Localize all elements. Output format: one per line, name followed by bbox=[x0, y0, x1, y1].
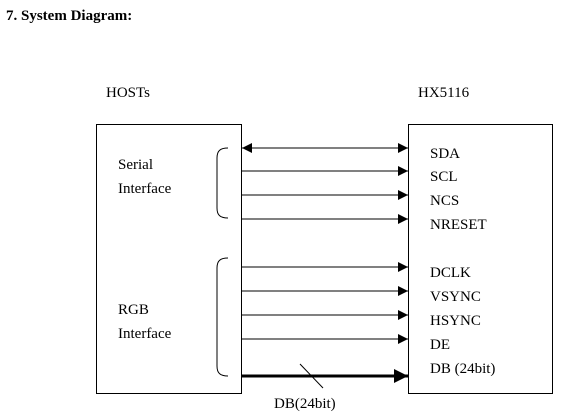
serial-interface-label-line1: Serial bbox=[118, 157, 153, 173]
bus-slash bbox=[299, 363, 324, 389]
rgb-interface-label-line1: RGB bbox=[118, 302, 149, 318]
device-title: HX5116 bbox=[418, 85, 470, 101]
rgb-interface-label-line2: Interface bbox=[118, 326, 172, 342]
bus-width-label: DB(24bit) bbox=[274, 396, 336, 412]
device-block bbox=[408, 124, 553, 394]
signal-label-scl: SCL bbox=[430, 169, 458, 185]
signal-label-ncs: NCS bbox=[430, 193, 460, 209]
signal-label-vsync: VSYNC bbox=[430, 289, 481, 305]
signal-label-nreset: NRESET bbox=[430, 217, 487, 233]
serial-brace bbox=[216, 147, 229, 219]
signal-label-de: DE bbox=[430, 337, 450, 353]
serial-interface-label-line2: Interface bbox=[118, 181, 172, 197]
signal-label-hsync: HSYNC bbox=[430, 313, 481, 329]
section-heading: 7. System Diagram: bbox=[6, 8, 133, 24]
signal-label-db-24bit: DB (24bit) bbox=[430, 361, 496, 377]
host-block bbox=[96, 124, 242, 394]
signal-label-sda: SDA bbox=[430, 146, 461, 162]
signal-label-dclk: DCLK bbox=[430, 265, 471, 281]
host-title: HOSTs bbox=[106, 85, 150, 101]
rgb-brace bbox=[216, 257, 229, 377]
